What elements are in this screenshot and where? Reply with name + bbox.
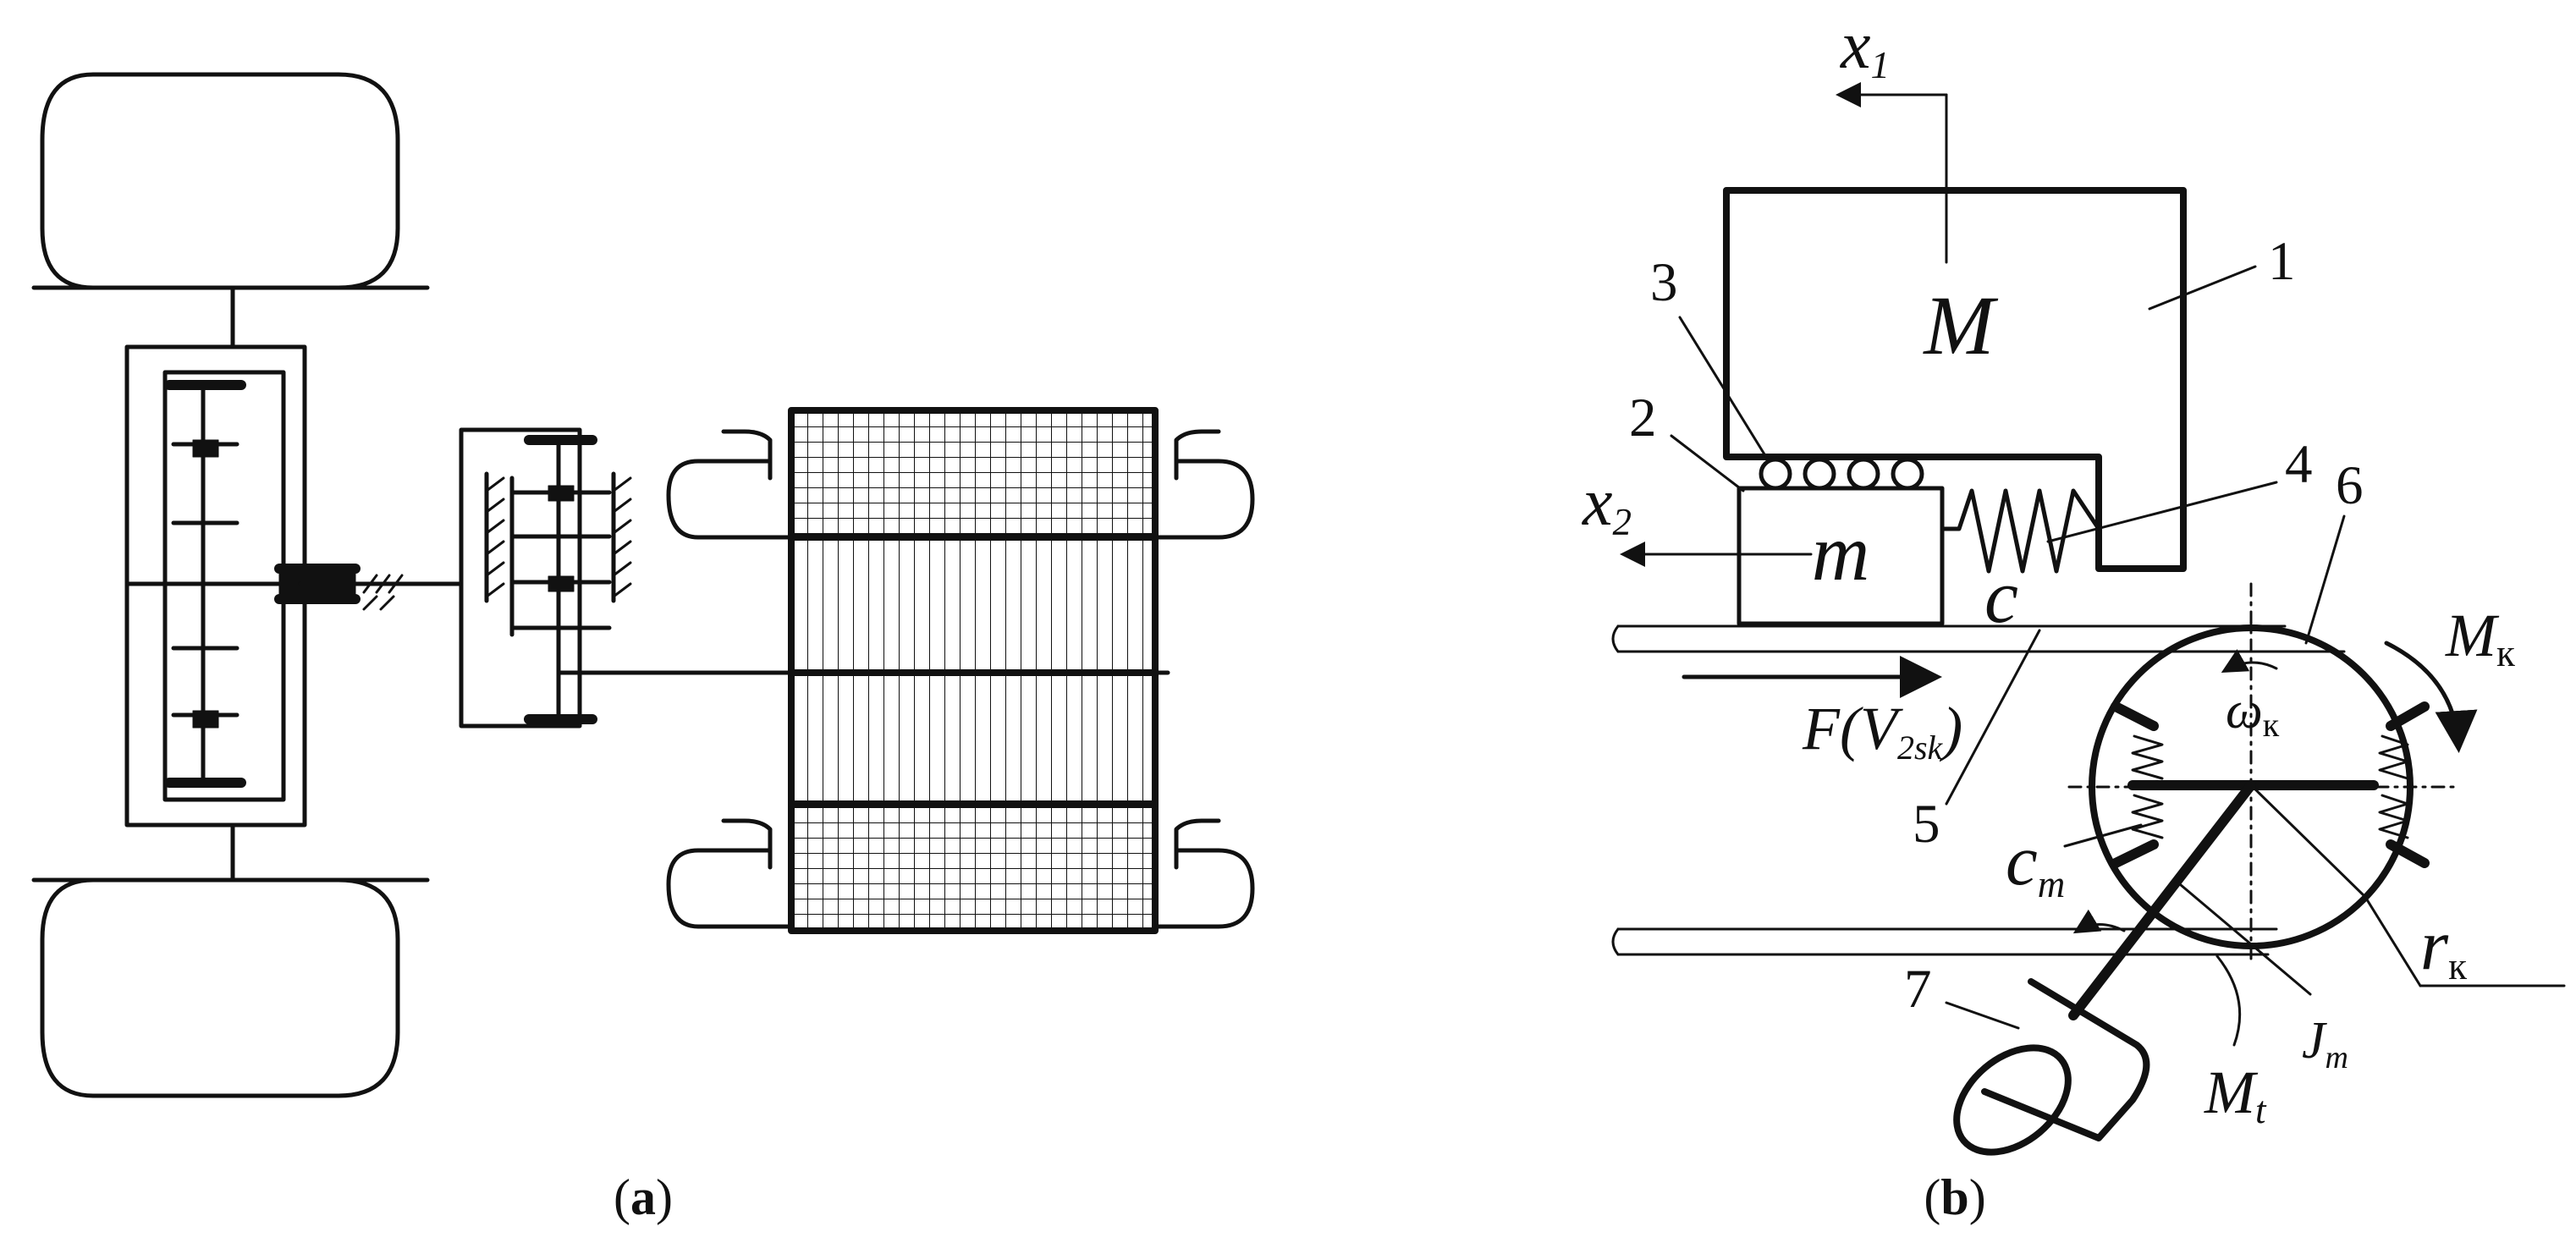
label-rk: rк — [2420, 905, 2467, 987]
label-x2: x2 — [1582, 465, 1632, 543]
input-shaft — [274, 564, 464, 611]
label-num-3: 3 — [1650, 252, 1678, 313]
mass-m: m x2 — [1582, 465, 1945, 626]
label-omega: ωк — [2226, 682, 2280, 744]
bottom-wheel — [31, 877, 430, 1098]
top-wheel — [31, 72, 430, 290]
track-grid-top — [791, 410, 1155, 537]
label-num-5: 5 — [1913, 794, 1940, 855]
label-Mk: Mк — [2445, 602, 2515, 674]
rollers — [1759, 457, 1924, 491]
motor-shaft — [2068, 780, 2256, 1020]
label-cm: cm — [2006, 821, 2065, 905]
label-M: M — [1922, 278, 1998, 372]
body-mass-M: M x1 — [1723, 8, 2187, 572]
caption-b: (b) — [1924, 1169, 1985, 1225]
motor — [1953, 978, 2150, 1156]
track-grid-bottom — [791, 804, 1155, 931]
label-x1: x1 — [1840, 8, 1890, 86]
label-m: m — [1812, 508, 1870, 597]
label-force: F(V2sk) — [1802, 695, 1962, 767]
label-num-1: 1 — [2268, 231, 2296, 292]
label-num-4: 4 — [2285, 434, 2313, 495]
differential-housing — [124, 344, 307, 828]
panel-a-transmission: (a) — [31, 72, 1255, 1225]
label-num-6: 6 — [2336, 455, 2364, 516]
track-belt — [666, 407, 1255, 934]
label-Jm: Jm — [2302, 1012, 2348, 1075]
spring-c: c — [1940, 488, 2101, 639]
arrow-Mk — [2384, 641, 2478, 753]
lower-track — [1611, 927, 2278, 956]
gearbox — [459, 427, 1170, 729]
panel-b-dynamic-model: M x1 m x2 c 1 2 3 4 — [1582, 8, 2566, 1225]
label-num-7: 7 — [1904, 959, 1932, 1020]
arrow-omega — [2221, 649, 2278, 673]
arrow-Mt — [2215, 954, 2242, 1047]
label-Mt: Mt — [2204, 1059, 2267, 1131]
caption-a: (a) — [614, 1169, 673, 1225]
label-num-2: 2 — [1629, 388, 1657, 448]
drive-wheel — [2067, 582, 2566, 987]
